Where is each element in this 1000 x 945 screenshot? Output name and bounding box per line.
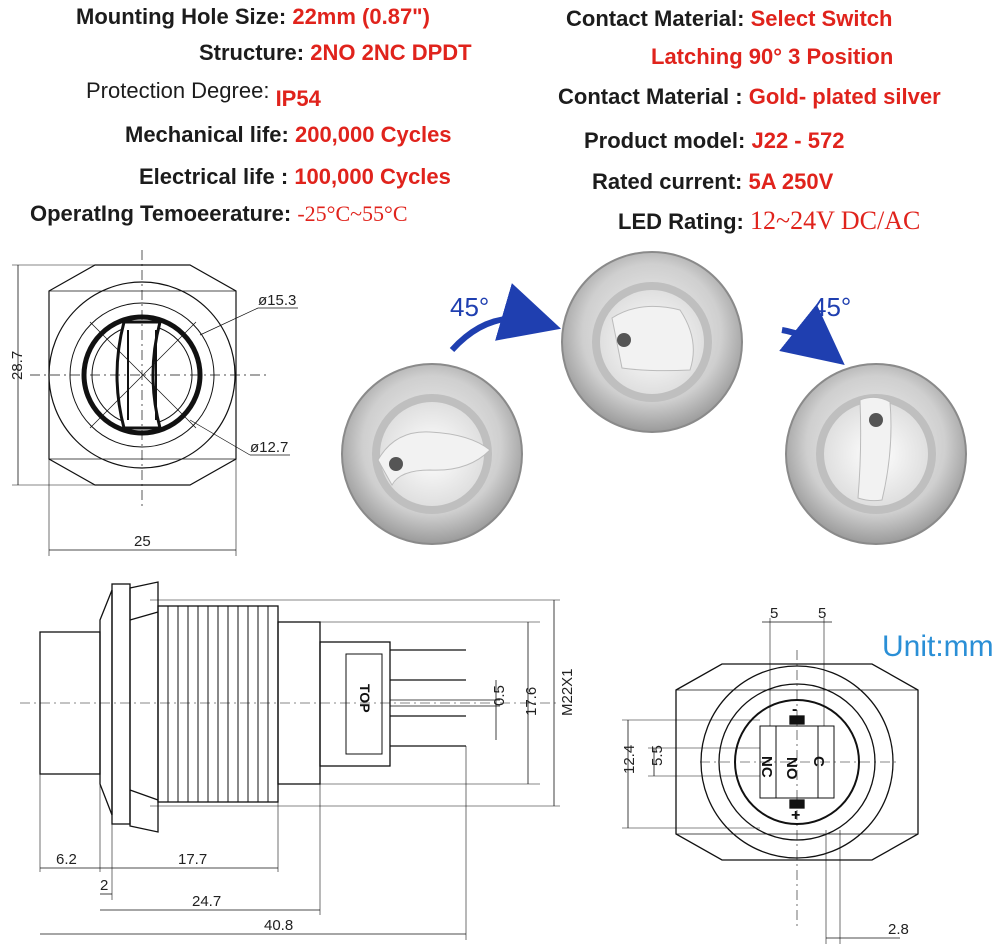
body-height-dim: 17.6	[523, 687, 540, 716]
rotation-angle-left: 45°	[450, 292, 489, 322]
spec-led-rating: LED Rating: 12~24V DC/AC	[618, 208, 920, 234]
position-dot	[617, 333, 631, 347]
pin-view	[622, 618, 919, 944]
pin-pitch-a-dim: 5	[770, 605, 778, 622]
spec-mounting-hole: Mounting Hole Size: 22mm (0.87")	[76, 6, 430, 28]
spec-value: Latching 90° 3 Position	[651, 44, 894, 69]
pin-width-dim: 2.8	[888, 921, 909, 938]
thread-dim: M22X1	[559, 668, 576, 716]
spec-label: Mechanical life:	[125, 122, 289, 147]
spec-value: 100,000 Cycles	[294, 164, 451, 189]
outer-diameter-dim: ø15.3	[258, 292, 296, 309]
body-length-dim: 24.7	[192, 893, 221, 910]
spec-rated-current: Rated current: 5A 250V	[592, 171, 833, 193]
knob-position-right	[785, 363, 967, 545]
knob-position-center	[561, 251, 743, 433]
knob-position-left	[341, 363, 523, 545]
spec-label: Electrical life :	[139, 164, 289, 189]
position-dot	[869, 413, 883, 427]
rotate-arrow-left	[449, 283, 562, 353]
spec-label: Protection Degree:	[86, 78, 270, 103]
total-length-dim: 40.8	[264, 917, 293, 934]
spec-value: Gold- plated silver	[748, 84, 941, 109]
spec-contact-plating: Contact Material : Gold- plated silver	[558, 86, 941, 108]
rotation-angle-right: 45°	[812, 292, 851, 322]
front-width-dim: 25	[134, 533, 151, 550]
spec-value: 5A 250V	[748, 169, 834, 194]
spec-value: 12~24V DC/AC	[750, 206, 921, 235]
pin-gap-dim: 0.5	[491, 685, 508, 706]
spec-label: Mounting Hole Size:	[76, 4, 287, 29]
spec-value: -25°C~55°C	[297, 201, 408, 226]
bezel-flange	[111, 583, 131, 825]
spec-value: J22 - 572	[751, 128, 845, 153]
spec-temperature: OperatIng Temoeerature: -25°C~55°C	[30, 203, 408, 225]
flange-thickness-dim: 2	[100, 877, 108, 894]
spec-contact-material: Contact Material: Select Switch	[566, 8, 892, 30]
spec-label: Rated current:	[592, 169, 743, 194]
spec-label: OperatIng Temoeerature:	[30, 201, 292, 226]
position-dot	[389, 457, 403, 471]
pin-label-no: NO	[783, 757, 800, 780]
top-marker-label: TOP	[357, 684, 373, 713]
spec-label: Structure:	[199, 40, 305, 65]
unit-label: Unit:mm	[882, 630, 994, 663]
spec-product-model: Product model: J22 - 572	[584, 130, 844, 152]
thread-length-dim: 17.7	[178, 851, 207, 868]
spec-electrical-life: Electrical life : 100,000 Cycles	[139, 166, 451, 188]
spec-value: 2NO 2NC DPDT	[310, 40, 472, 65]
front-view	[12, 250, 298, 556]
spec-label: Contact Material:	[566, 6, 745, 31]
switch-block	[319, 641, 391, 767]
pin-label-plus: +	[791, 807, 800, 824]
spec-latching: Latching 90° 3 Position	[651, 46, 893, 68]
spec-value: 22mm (0.87")	[292, 4, 430, 29]
inner-diameter-dim: ø12.7	[250, 439, 288, 456]
spec-label: Product model:	[584, 128, 746, 153]
spec-mechanical-life: Mechanical life: 200,000 Cycles	[125, 124, 452, 146]
pin-label-c: C	[810, 756, 827, 767]
spec-value: 200,000 Cycles	[294, 122, 452, 147]
spec-value: Select Switch	[750, 6, 893, 31]
spec-protection: Protection Degree: IP54	[86, 78, 321, 110]
pin-row-pitch-dim: 5.5	[649, 745, 666, 766]
spec-label: Contact Material :	[558, 84, 743, 109]
pin-row-height-dim: 12.4	[621, 745, 638, 774]
pin-pitch-b-dim: 5	[818, 605, 826, 622]
front-height-dim: 28.7	[9, 351, 26, 380]
knob-length-dim: 6.2	[56, 851, 77, 868]
spec-structure: Structure: 2NO 2NC DPDT	[199, 42, 472, 64]
rotate-arrow-right	[779, 304, 845, 365]
spec-value: IP54	[275, 86, 321, 111]
spec-label: LED Rating:	[618, 209, 744, 234]
side-view	[20, 581, 560, 940]
pin-label-nc: NC	[758, 756, 775, 778]
nut	[129, 581, 159, 833]
pin-label-minus: -	[792, 701, 797, 718]
